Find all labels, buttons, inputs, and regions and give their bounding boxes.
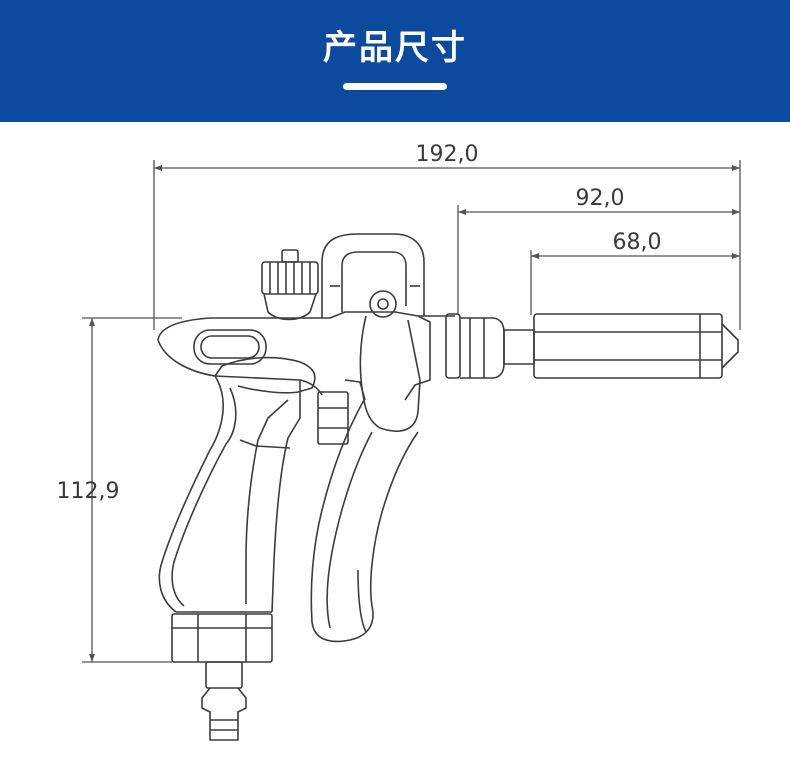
product-dimension-drawing: 192,0 92,0 68,0 112,9 bbox=[57, 142, 741, 741]
title-underline bbox=[343, 83, 447, 90]
dimension-lines bbox=[82, 160, 741, 663]
page-title: 产品尺寸 bbox=[323, 28, 467, 68]
height-label: 112,9 bbox=[57, 479, 120, 504]
air-gun-outline bbox=[157, 233, 739, 741]
barrel-length-label: 92,0 bbox=[576, 186, 625, 211]
header-banner: 产品尺寸 bbox=[0, 0, 790, 122]
nozzle-length-label: 68,0 bbox=[613, 230, 662, 255]
dimension-arrows bbox=[89, 165, 740, 662]
overall-length-label: 192,0 bbox=[416, 142, 479, 167]
